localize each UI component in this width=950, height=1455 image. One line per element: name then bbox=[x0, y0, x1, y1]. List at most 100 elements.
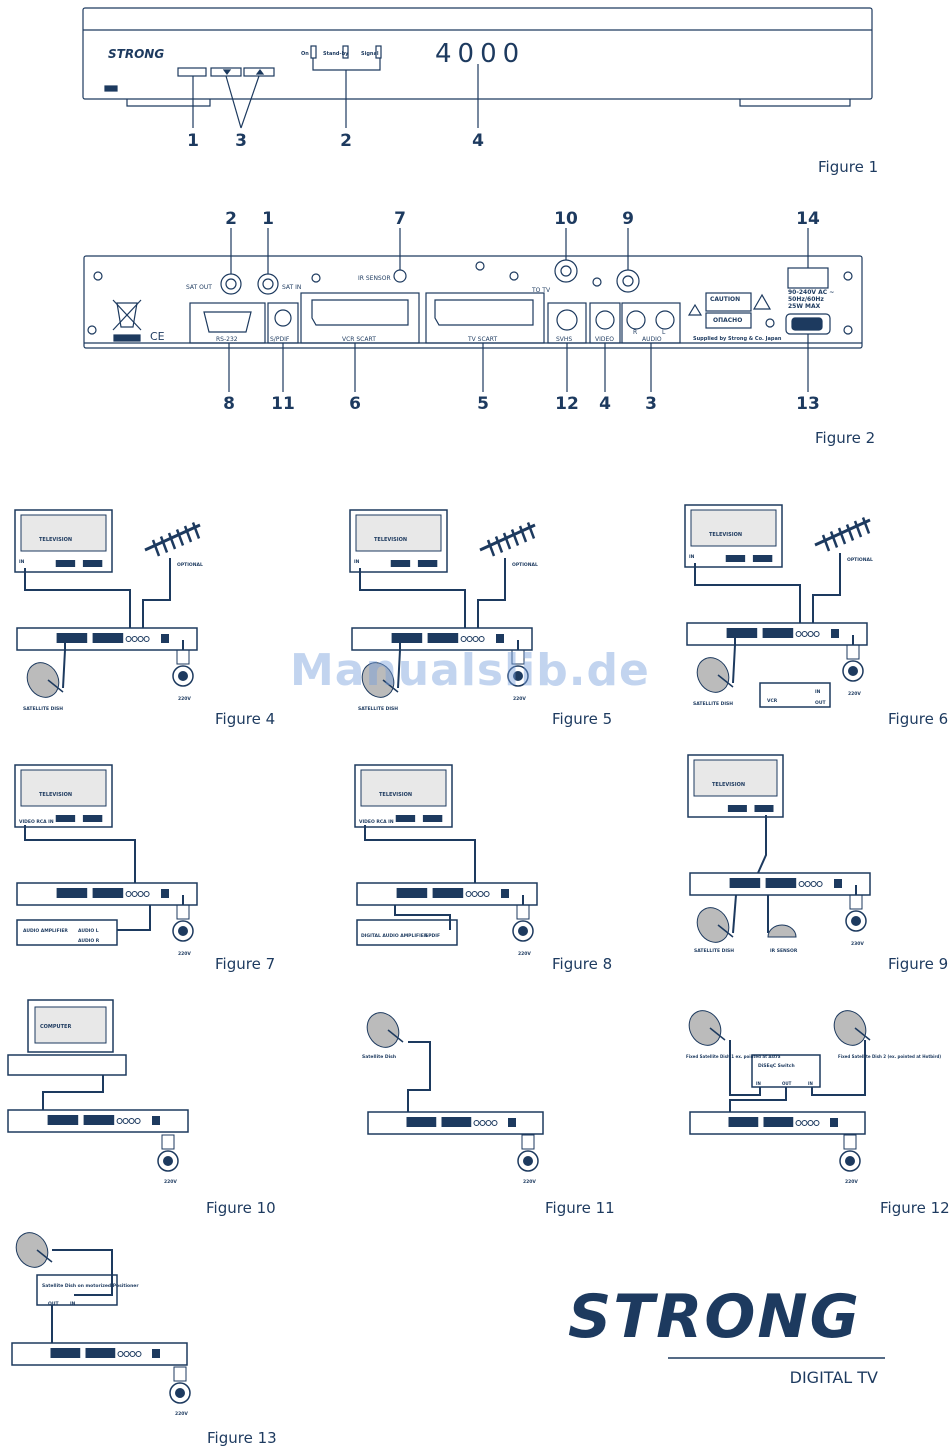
caution-label: CAUTION bbox=[710, 296, 740, 303]
in-label-8: VIDEO RCA IN bbox=[359, 819, 394, 825]
opasno-label-box bbox=[705, 312, 752, 329]
receiver-scart-a-13 bbox=[50, 1348, 81, 1358]
receiver-jack-9-0 bbox=[798, 881, 805, 887]
watermark: Manualslib.de bbox=[290, 645, 650, 696]
antenna-el-5-0 bbox=[486, 539, 496, 557]
cable-6-ant bbox=[812, 553, 841, 623]
in-label-6: IN bbox=[689, 554, 695, 560]
socket-inner-5 bbox=[513, 671, 523, 681]
figure-12-caption: Figure 12 bbox=[880, 1199, 950, 1217]
antenna-el-4-1 bbox=[159, 536, 169, 553]
receiver-power-7 bbox=[161, 889, 169, 898]
dish-5 bbox=[361, 662, 395, 698]
cable-9-lnb bbox=[732, 894, 737, 934]
label-tv-scart: TV SCART bbox=[467, 336, 498, 343]
figure-1-front-panel bbox=[82, 7, 873, 129]
dish-label-5: SATELLITE DISH bbox=[358, 706, 398, 712]
receiver-jack-4-0 bbox=[125, 636, 132, 642]
rear-callout-6: 6 bbox=[349, 394, 361, 414]
socket-inner-7 bbox=[178, 926, 188, 936]
receiver-body-9 bbox=[689, 872, 871, 896]
label-audio: AUDIO bbox=[642, 336, 662, 343]
cable-12-d1 bbox=[729, 1040, 761, 1096]
rs232-frame bbox=[189, 302, 266, 344]
pc-base-10 bbox=[7, 1054, 127, 1076]
tv-screen-7 bbox=[20, 769, 107, 807]
socket-13 bbox=[169, 1382, 191, 1404]
vcr-label-6: VCR bbox=[767, 698, 778, 704]
screw-top bbox=[475, 261, 485, 271]
tv-frame-6 bbox=[684, 504, 783, 568]
cable-5-rf bbox=[359, 568, 466, 628]
cable-12-d2 bbox=[811, 1040, 866, 1096]
figure-11-caption: Figure 11 bbox=[545, 1199, 615, 1217]
led-signal bbox=[375, 45, 382, 59]
optional-label-4: OPTIONAL bbox=[177, 562, 203, 568]
tv-screen-8 bbox=[360, 769, 447, 807]
rear-callout-9: 9 bbox=[622, 209, 634, 229]
tv-label-5: TELEVISION bbox=[374, 537, 407, 543]
voltage-label-5: 220V bbox=[513, 696, 526, 702]
cable-6-rf bbox=[694, 563, 801, 623]
socket-4 bbox=[172, 665, 194, 687]
receiver-scart-b-9 bbox=[765, 878, 797, 888]
receiver-jack-4-1 bbox=[131, 636, 138, 642]
caution-label-box bbox=[705, 292, 752, 312]
tv-scart-2-6 bbox=[725, 555, 746, 562]
antenna-el-5-5 bbox=[526, 522, 536, 539]
plug-7 bbox=[176, 904, 190, 920]
receiver-body-13 bbox=[11, 1342, 188, 1366]
socket-11 bbox=[517, 1150, 539, 1172]
plug-4 bbox=[176, 649, 190, 665]
socket-inner-9 bbox=[851, 916, 861, 926]
antenna-boom-4 bbox=[144, 523, 201, 552]
vcr-scart-connector bbox=[311, 299, 409, 326]
sat-in-connector-inner bbox=[262, 278, 274, 290]
receiver-jack-13-3 bbox=[135, 1351, 142, 1357]
antenna-boom-6 bbox=[814, 518, 871, 547]
receiver-scart-b-7 bbox=[92, 888, 124, 898]
antenna-el-5-4 bbox=[518, 525, 528, 543]
receiver-scart-a-5 bbox=[391, 633, 423, 643]
antenna-el-6-2 bbox=[837, 527, 847, 545]
strong-logo: STRONG DIGITAL TV bbox=[568, 1282, 885, 1387]
socket-inner-6 bbox=[848, 666, 858, 676]
positioner-13 bbox=[36, 1274, 118, 1306]
antenna-el-5-3 bbox=[510, 529, 520, 546]
socket-inner-11 bbox=[523, 1156, 533, 1166]
dish-label-4: SATELLITE DISH bbox=[23, 706, 63, 712]
voltage-label-7: 220V bbox=[178, 951, 191, 957]
power-switch bbox=[791, 317, 823, 331]
screw-br bbox=[843, 325, 853, 335]
tv-label-4: TELEVISION bbox=[39, 537, 72, 543]
sat-out-connector bbox=[220, 273, 242, 295]
receiver-jack-7-1 bbox=[131, 891, 138, 897]
receiver-jack-10-0 bbox=[116, 1118, 123, 1124]
cable-7-aud bbox=[117, 905, 151, 931]
receiver-body-6 bbox=[686, 622, 868, 646]
receiver-jack-11-1 bbox=[479, 1120, 486, 1126]
logo-tagline: DIGITAL TV bbox=[790, 1368, 878, 1387]
label-r: R bbox=[633, 329, 637, 336]
label-sat-in: SAT IN bbox=[282, 284, 301, 291]
amp-label-8: DIGITAL AUDIO AMPLIFIER bbox=[361, 933, 428, 939]
cable-5-lnb bbox=[397, 638, 401, 689]
receiver-scart-b-11 bbox=[441, 1117, 472, 1127]
audio-rca-l bbox=[655, 310, 675, 330]
figure-13-diagram: Satellite Dish on motorized PositionerOU… bbox=[11, 1232, 191, 1417]
figure-2-caption: Figure 2 bbox=[815, 429, 875, 447]
tv-screen-4 bbox=[20, 514, 107, 552]
receiver-jack-10-3 bbox=[134, 1118, 141, 1124]
up-arrow-icon bbox=[255, 69, 265, 75]
diseqc-out-12: OUT bbox=[782, 1081, 792, 1086]
front-foot-right bbox=[739, 99, 851, 107]
cable-10-serial bbox=[42, 1075, 104, 1110]
led-on bbox=[310, 45, 317, 59]
rear-callout-14: 14 bbox=[796, 209, 820, 229]
antenna-boom-5 bbox=[479, 523, 536, 552]
rear-callout-5: 5 bbox=[477, 394, 489, 414]
cable-6-lnb bbox=[732, 633, 736, 684]
antenna-el-6-0 bbox=[821, 534, 831, 552]
